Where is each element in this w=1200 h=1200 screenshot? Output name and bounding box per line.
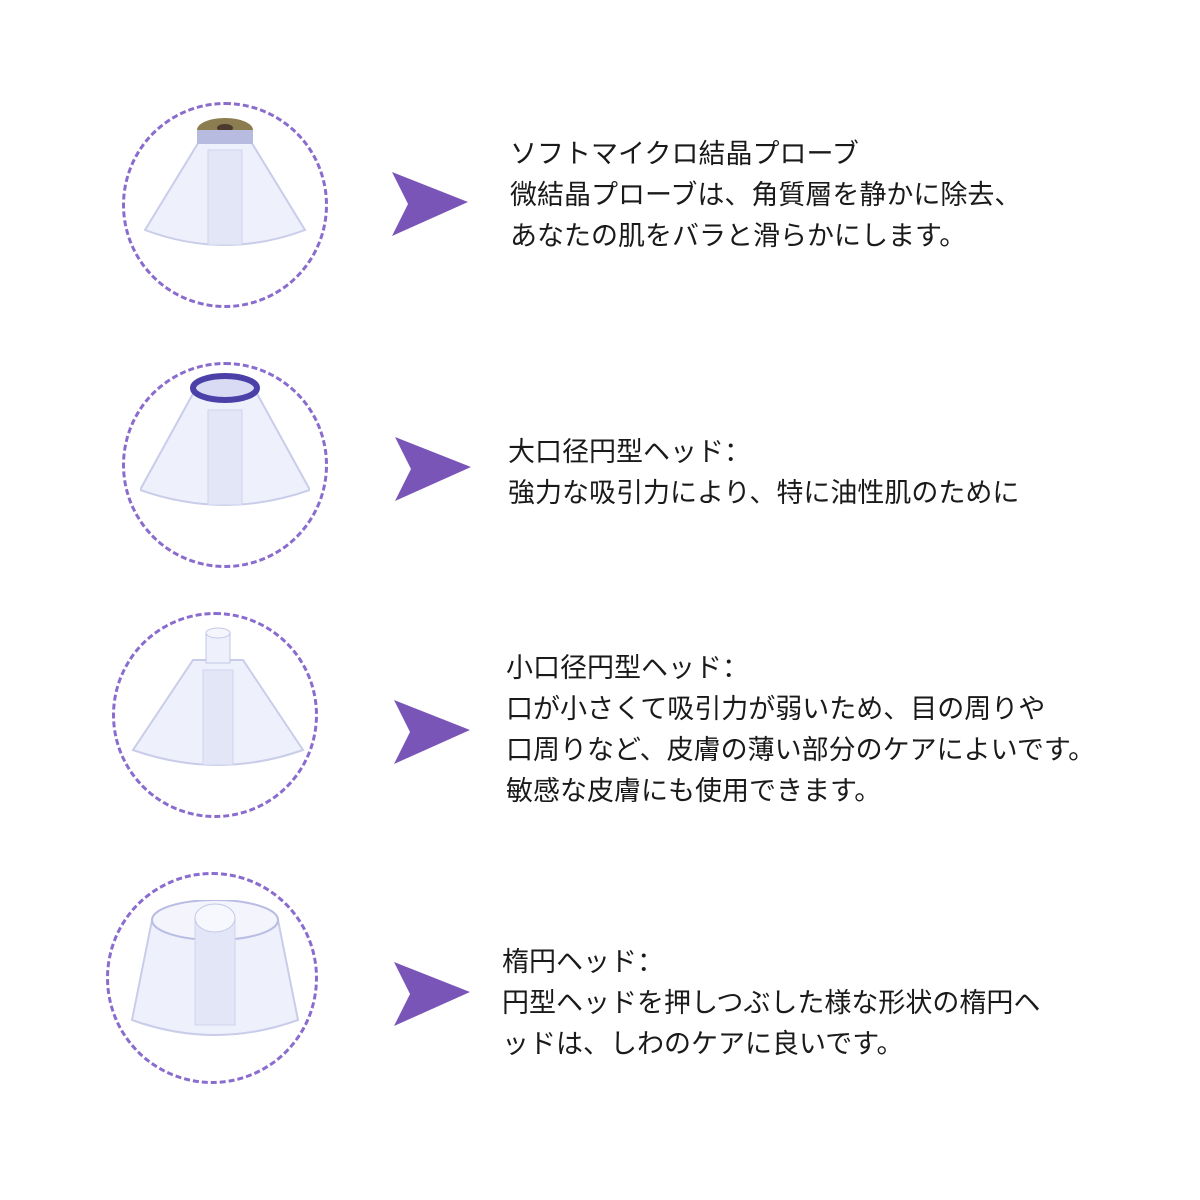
title: ソフトマイクロ結晶プローブ xyxy=(510,139,859,170)
probe-item-micro-crystal: ソフトマイクロ結晶プローブ 微結晶プローブは、角質層を静かに除去、 あなたの肌を… xyxy=(0,0,1200,308)
title: 小口径円型ヘッド： xyxy=(506,653,749,684)
large-round-head-icon xyxy=(140,373,310,506)
arrow-right-icon xyxy=(394,700,470,764)
dashed-circle xyxy=(122,362,328,568)
probe-item-large-round: 大口径円型ヘッド： 強力な吸引力により、特に油性肌のために xyxy=(0,260,1200,568)
arrow-right-icon xyxy=(394,962,470,1026)
description-line: 円型ヘッドを押しつぶした様な形状の楕円ヘ xyxy=(502,988,1041,1019)
diamond-tip-probe-icon xyxy=(143,118,307,246)
title: 楕円ヘッド： xyxy=(502,947,664,978)
description: 楕円ヘッド： 円型ヘッドを押しつぶした様な形状の楕円ヘ ッドは、しわのケアに良い… xyxy=(502,942,1040,1065)
description-line: 微結晶プローブは、角質層を静かに除去、 xyxy=(510,180,1022,211)
description-line: ッドは、しわのケアに良いです。 xyxy=(502,1029,904,1060)
description-line: 口周りなど、皮膚の薄い部分のケアによいです。 xyxy=(506,735,1096,766)
description-line: 強力な吸引力により、特に油性肌のために xyxy=(508,478,1020,509)
small-round-head-icon xyxy=(131,627,305,766)
description: ソフトマイクロ結晶プローブ 微結晶プローブは、角質層を静かに除去、 あなたの肌を… xyxy=(510,134,1021,257)
dashed-circle xyxy=(106,872,318,1084)
probe-item-oval: 楕円ヘッド： 円型ヘッドを押しつぶした様な形状の楕円ヘ ッドは、しわのケアに良い… xyxy=(0,770,1200,1084)
description-line: 敏感な皮膚にも使用できます。 xyxy=(506,776,882,807)
dashed-circle xyxy=(122,102,328,308)
arrow-right-icon xyxy=(395,437,471,501)
arrow-right-icon xyxy=(392,172,468,236)
description: 小口径円型ヘッド： 口が小さくて吸引力が弱いため、目の周りや 口周りなど、皮膚の… xyxy=(506,648,1095,812)
description: 大口径円型ヘッド： 強力な吸引力により、特に油性肌のために xyxy=(508,432,1019,514)
title: 大口径円型ヘッド： xyxy=(508,437,751,468)
oval-head-icon xyxy=(130,900,300,1036)
description-line: あなたの肌をバラと滑らかにします。 xyxy=(510,221,967,252)
description-line: 口が小さくて吸引力が弱いため、目の周りや xyxy=(506,694,1046,725)
dashed-circle xyxy=(112,612,318,818)
probe-item-small-round: 小口径円型ヘッド： 口が小さくて吸引力が弱いため、目の周りや 口周りなど、皮膚の… xyxy=(0,510,1200,818)
